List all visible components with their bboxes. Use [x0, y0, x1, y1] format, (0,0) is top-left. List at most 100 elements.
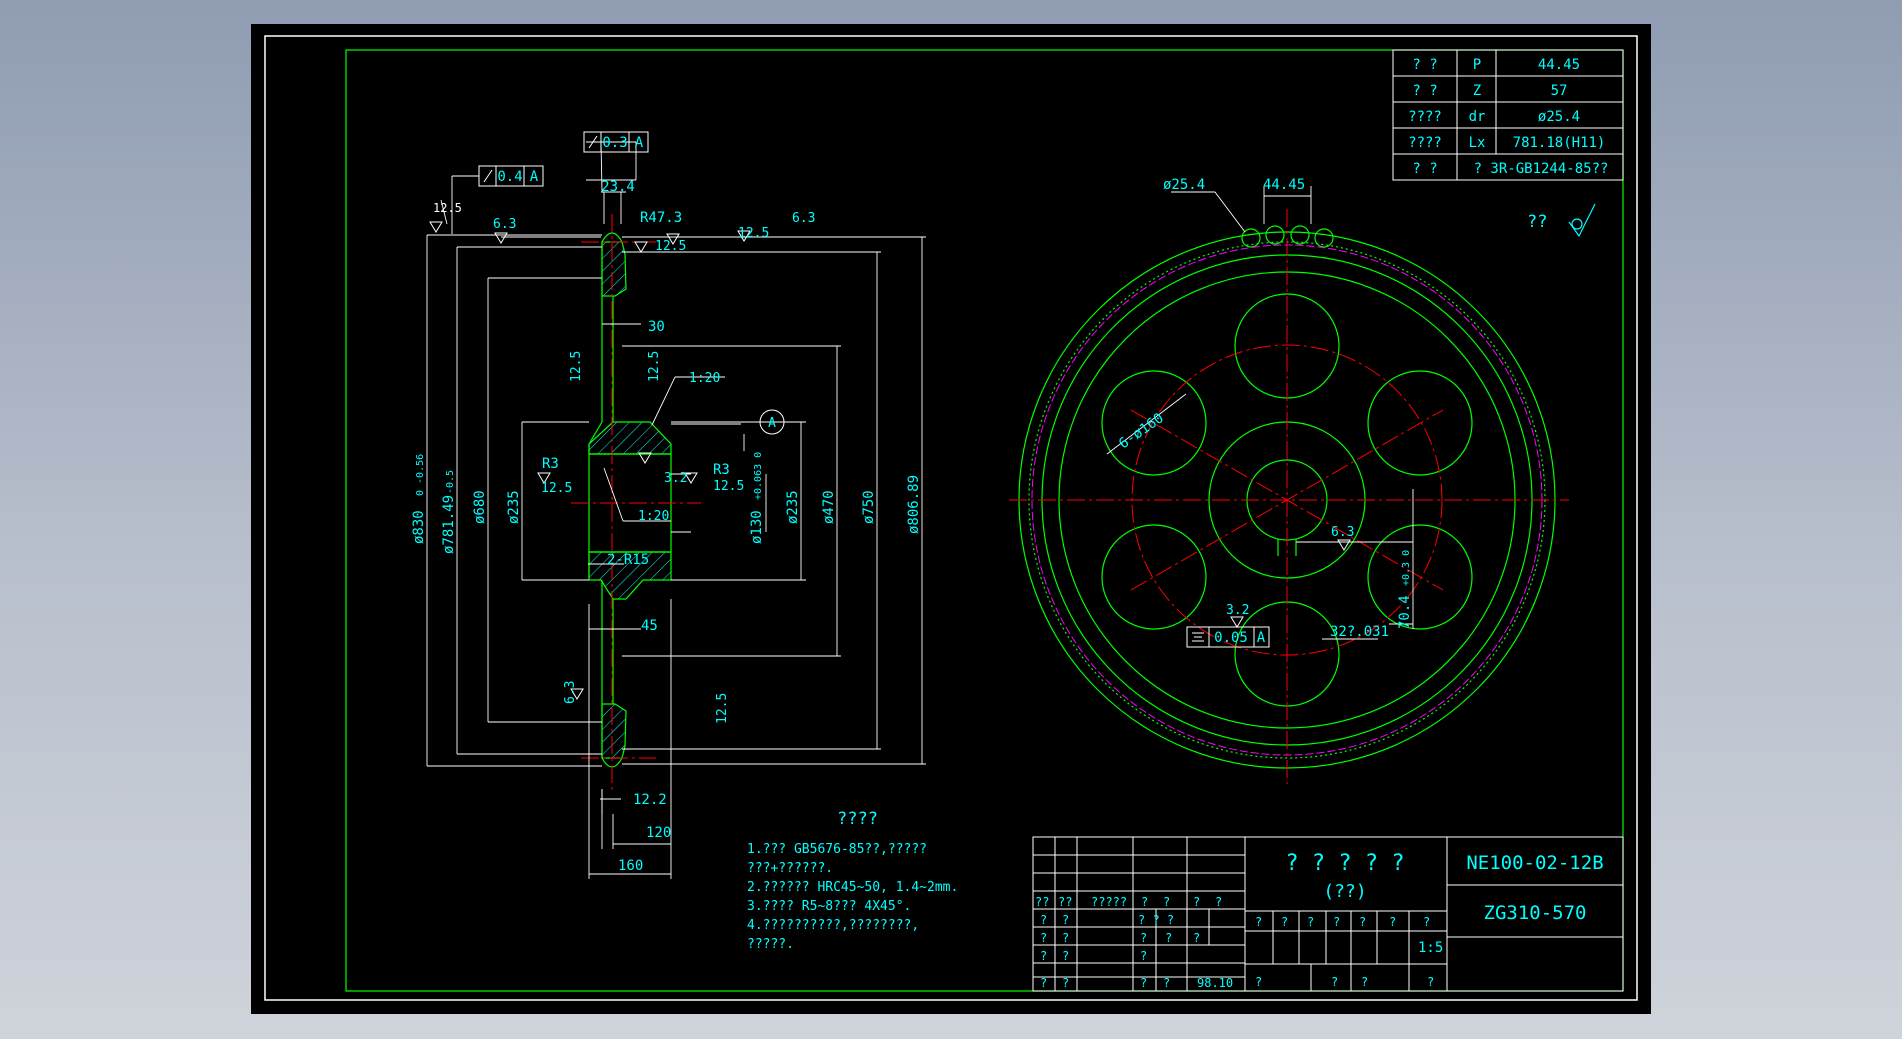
tb-rh-4: ? — [1359, 915, 1366, 929]
tb-bottom-2: ? — [1361, 975, 1368, 989]
tb-header-0: ?? — [1035, 895, 1049, 909]
dim-30: 30 — [648, 319, 665, 335]
rough-6-3-a: 6.3 — [493, 217, 516, 232]
radius-2-r15: 2-R15 — [607, 552, 649, 568]
tb-header-6: ? — [1215, 895, 1222, 909]
note-line-6: ?????. — [747, 937, 794, 952]
dim-12-2: 12.2 — [633, 792, 667, 808]
datum-a-label: A — [768, 416, 776, 431]
outer-border — [264, 35, 1638, 1001]
tb-r3-3: ? — [1140, 949, 1147, 963]
title-block — [1032, 836, 1624, 992]
dim-23-4: 23.4 — [601, 179, 635, 195]
tb-r2-3: ? — [1140, 931, 1147, 945]
rough-12-5-g: 12.5 — [647, 351, 662, 382]
part-name-sub: (??) — [1323, 881, 1366, 902]
note-line-1: 1.??? GB5676-85??,????? — [747, 842, 927, 857]
dim-160: 160 — [618, 858, 643, 874]
dim-d830-tol: 0 -0.56 — [415, 454, 426, 496]
tb-r4-0: ? — [1040, 976, 1047, 990]
dim-d680: ø680 — [472, 490, 488, 524]
tb-r2-0: ? — [1040, 931, 1047, 945]
tb-header-5: ? — [1193, 895, 1200, 909]
roughness-note-label: ?? — [1527, 212, 1547, 232]
dim-d470: ø470 — [821, 490, 837, 524]
parameter-table — [1392, 49, 1624, 181]
roughness-marks-side — [429, 221, 751, 700]
front-dimension-lines — [1106, 186, 1414, 640]
rough-3-2: 3.2 — [664, 471, 687, 486]
rough-12-5-d: 12.5 — [541, 481, 572, 496]
title-block-text: ?? ?? ????? ? ? ? ? ? ? ? ? ? ? ? ? ? ? … — [1035, 895, 1443, 990]
drawing-number: NE100-02-12B — [1466, 852, 1603, 874]
side-view: 0.3 A 0.4 A A 23.4 R47.3 3 — [411, 131, 926, 879]
dim-d130: ø130 — [749, 510, 765, 544]
front-pitch: 44.45 — [1263, 177, 1305, 193]
radius-r3-left: R3 — [542, 456, 559, 472]
dim-45: 45 — [641, 618, 658, 634]
tb-date: 98.10 — [1197, 976, 1233, 990]
front-pin-dia: ø25.4 — [1163, 177, 1205, 193]
param-label-roller: ???? — [1408, 109, 1442, 125]
param-label-measure: ???? — [1408, 135, 1442, 151]
dim-d781-tol: -0.5 — [445, 470, 456, 494]
rough-12-5-e: 12.5 — [713, 479, 744, 494]
tb-r4-3: ? — [1140, 976, 1147, 990]
radius-r3-right: R3 — [713, 462, 730, 478]
dim-d830: ø830 — [411, 510, 427, 544]
tb-rh-6: ? — [1423, 915, 1430, 929]
taper-top: 1:20 — [689, 371, 720, 386]
front-key-depth: 70.4 — [1397, 595, 1413, 629]
note-line-2: ???+??????. — [747, 861, 833, 876]
datum-a-circle — [759, 409, 785, 435]
dim-d781: ø781.49 — [441, 495, 457, 554]
tb-scale: 1:5 — [1418, 940, 1443, 956]
tb-r1-0: ? — [1040, 913, 1047, 927]
tb-r1-3: ? ? ? — [1138, 913, 1174, 927]
tb-r2-4: ? — [1165, 931, 1172, 945]
dim-d806: ø806.89 — [906, 475, 922, 534]
tb-header-4: ? — [1163, 895, 1170, 909]
side-dimension-lines — [426, 141, 926, 879]
roughness-marks-front — [1230, 539, 1351, 628]
tol-left-value: 0.4 — [497, 169, 522, 185]
dim-d235-b: ø235 — [785, 490, 801, 524]
tb-r3-0: ? — [1040, 949, 1047, 963]
inner-border — [345, 49, 1624, 992]
param-label-chain: ? ? — [1412, 161, 1437, 177]
param-symbol-measure: Lx — [1469, 135, 1486, 151]
param-value-roller: ø25.4 — [1538, 109, 1580, 125]
dim-d750: ø750 — [861, 490, 877, 524]
front-rough-hub: 3.2 — [1226, 603, 1249, 618]
sym-tol-datum: A — [1257, 630, 1266, 646]
side-view-outline — [588, 232, 672, 768]
dim-d235-a: ø235 — [506, 490, 522, 524]
param-label-teeth: ? ? — [1412, 83, 1437, 99]
rough-6-3-b: 6.3 — [792, 211, 815, 226]
param-symbol-teeth: Z — [1473, 83, 1481, 99]
part-name: ? ? ? ? ? — [1285, 851, 1404, 876]
tb-bottom-3: ? — [1427, 975, 1434, 989]
tb-rh-2: ? — [1307, 915, 1314, 929]
tb-header-3: ? — [1141, 895, 1148, 909]
tb-bottom-0: ? — [1255, 975, 1262, 989]
tb-r2-1: ? — [1062, 931, 1069, 945]
tb-r2-5: ? — [1193, 931, 1200, 945]
tb-r1-1: ? — [1062, 913, 1069, 927]
tb-rh-0: ? — [1255, 915, 1262, 929]
tb-rh-1: ? — [1281, 915, 1288, 929]
cad-drawing: ? ? P 44.45 ? ? Z 57 ???? dr ø25.4 ???? … — [264, 35, 1638, 1001]
note-line-5: 4.??????????,????????, — [747, 918, 919, 933]
dim-d130-tol: +0.063 0 — [753, 452, 764, 500]
front-centerlines — [1009, 209, 1569, 784]
tol-top-value: 0.3 — [602, 135, 627, 151]
front-key-depth-tol: +0.3 0 — [1401, 550, 1412, 586]
rough-12-5-c: 12.5 — [738, 226, 769, 241]
front-key-width: 32?.031 — [1330, 624, 1389, 640]
note-line-4: 3.???? R5~8??? 4X45°. — [747, 899, 911, 914]
roughness-note-symbol — [1568, 203, 1596, 238]
dim-120: 120 — [646, 825, 671, 841]
taper-bottom: 1:20 — [638, 509, 669, 524]
tol-frame-top — [583, 131, 649, 153]
tb-header-2: ????? — [1091, 895, 1127, 909]
